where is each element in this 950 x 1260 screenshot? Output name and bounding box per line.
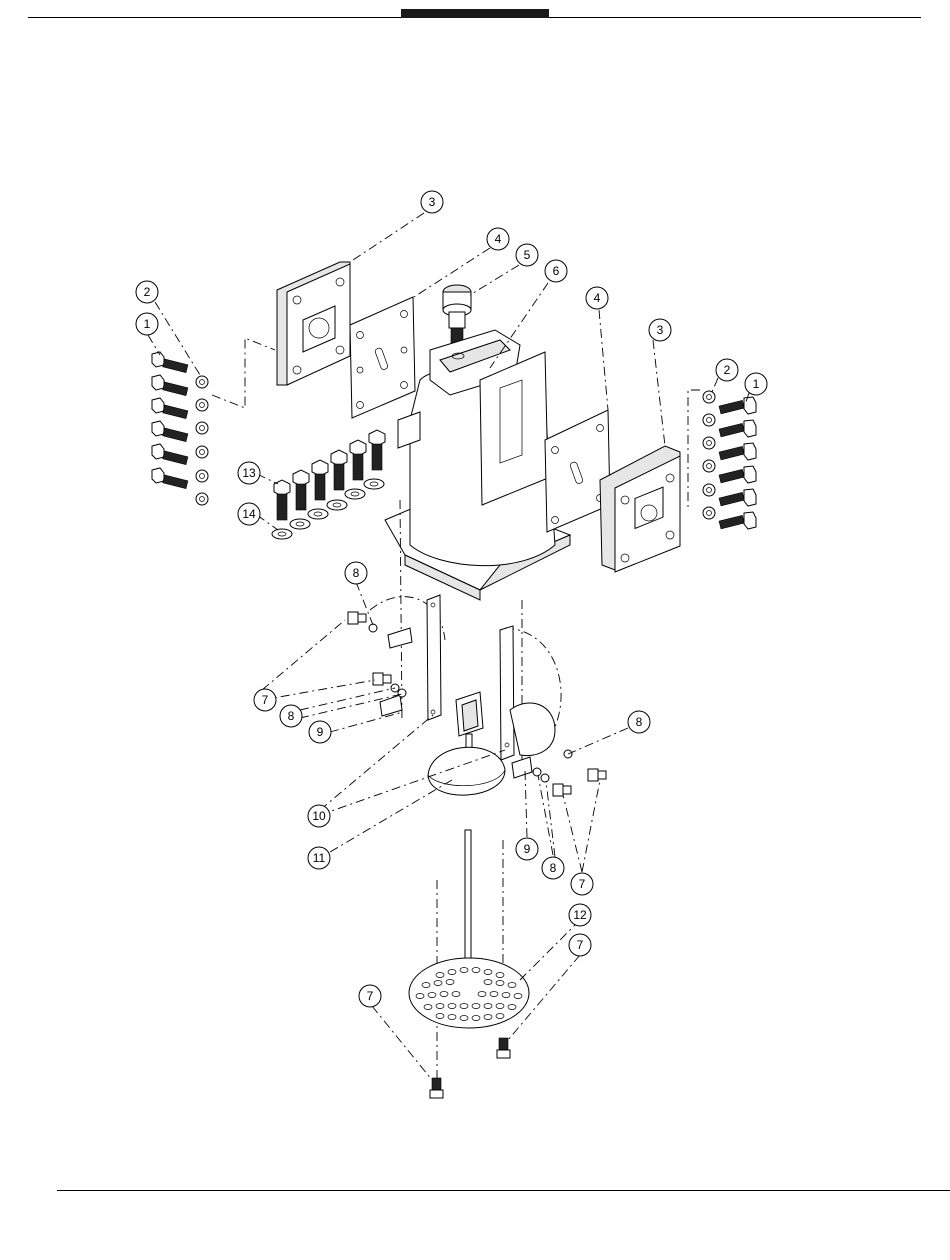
callout-8-upper-left-label: 8: [353, 566, 360, 580]
callout-11-label: 11: [313, 851, 326, 865]
callout-5-label: 5: [524, 248, 531, 262]
callout-7-lower-right-label: 7: [577, 938, 584, 952]
callout-7-bottom-left-label: 7: [367, 989, 374, 1003]
callout-12-label: 12: [573, 908, 587, 922]
callout-7-lower-right: 7: [569, 934, 591, 956]
callout-7-bottom-left: 7: [359, 985, 381, 1007]
callout-9-right: 9: [516, 838, 538, 860]
callout-8-lower-right: 8: [542, 857, 564, 879]
callout-6-label: 6: [553, 264, 560, 278]
rod-and-strainer: [409, 830, 529, 1080]
left-bolt-set: [152, 352, 208, 505]
callout-7-left-label: 7: [262, 693, 269, 707]
callout-9-left-label: 9: [317, 725, 324, 739]
callout-7-left: 7: [254, 689, 276, 711]
callout-8-left-label: 8: [288, 709, 295, 723]
callout-2-right: 2: [716, 359, 738, 381]
callout-4-right: 4: [586, 287, 608, 309]
callout-13: 13: [238, 462, 260, 484]
callout-12: 12: [569, 904, 591, 926]
right-bolt-set: [688, 390, 756, 529]
callout-14: 14: [238, 503, 260, 525]
callout-6: 6: [545, 260, 567, 282]
callout-2-left-label: 2: [144, 285, 151, 299]
callout-1-left: 1: [136, 313, 158, 335]
callout-9-left: 9: [309, 721, 331, 743]
callout-2-left: 2: [136, 281, 158, 303]
left-gasket: [350, 297, 415, 418]
right-bracket-assembly: [500, 600, 606, 796]
callout-8-right-label: 8: [636, 715, 643, 729]
callout-5: 5: [516, 244, 538, 266]
callout-3-right: 3: [649, 319, 671, 341]
callout-8-upper-left: 8: [345, 562, 367, 584]
callout-9-right-label: 9: [524, 842, 531, 856]
leader-lines: [148, 213, 749, 1080]
callout-4-right-label: 4: [594, 291, 601, 305]
callout-8-left: 8: [280, 705, 302, 727]
strainer-screws: [430, 1038, 510, 1098]
callout-13-label: 13: [242, 466, 256, 480]
callout-3-left-label: 3: [429, 195, 436, 209]
left-flange: [277, 262, 350, 385]
callout-7-right: 7: [571, 873, 593, 895]
callout-14-label: 14: [242, 507, 256, 521]
callout-1-left-label: 1: [144, 317, 151, 331]
callout-8-lower-right-label: 8: [550, 861, 557, 875]
callout-11: 11: [308, 847, 330, 869]
right-gasket: [545, 410, 610, 532]
right-flange: [600, 446, 680, 572]
callout-10-label: 10: [312, 809, 326, 823]
callout-3-left: 3: [421, 191, 443, 213]
callout-10: 10: [308, 805, 330, 827]
callout-3-right-label: 3: [657, 323, 664, 337]
callout-8-right: 8: [628, 711, 650, 733]
callout-1-right-label: 1: [753, 377, 760, 391]
base-bolt-set: [272, 430, 385, 539]
callout-7-right-label: 7: [579, 877, 586, 891]
callout-4-left-label: 4: [495, 232, 502, 246]
callout-2-right-label: 2: [724, 363, 731, 377]
callout-4-left: 4: [487, 228, 509, 250]
callout-1-right: 1: [745, 373, 767, 395]
